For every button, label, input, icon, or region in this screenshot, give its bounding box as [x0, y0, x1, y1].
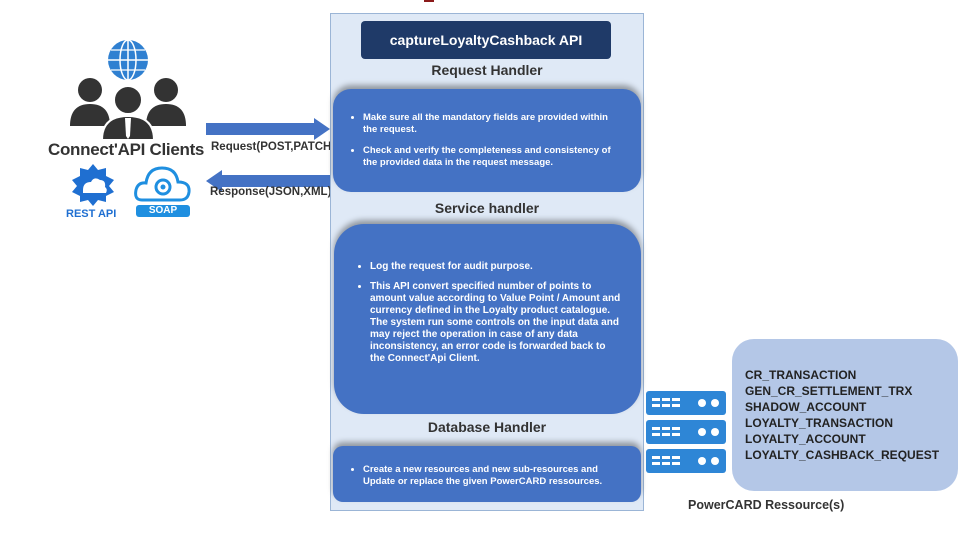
request-response-arrows — [206, 118, 330, 192]
soap-label: SOAP — [136, 205, 190, 217]
response-label: Response(JSON,XML) — [210, 186, 332, 198]
rest-api-label: REST API — [66, 208, 117, 220]
clients-title: Connect'API Clients — [48, 140, 205, 159]
resource-table-name: LOYALTY_CASHBACK_REQUEST — [745, 448, 940, 462]
request-handler-title: Request Handler — [431, 62, 543, 78]
title-fragment — [424, 0, 434, 2]
resource-table-name: SHADOW_ACCOUNT — [745, 400, 867, 414]
rest-api-icon — [72, 164, 114, 206]
database-handler-item: Create a new resources and new sub-resou… — [363, 464, 619, 487]
database-handler-box: Create a new resources and new sub-resou… — [333, 446, 641, 502]
resource-table-name: LOYALTY_TRANSACTION — [745, 416, 894, 430]
database-handler-title: Database Handler — [427, 419, 547, 435]
resource-table-name: GEN_CR_SETTLEMENT_TRX — [745, 384, 913, 398]
service-handler-item: Log the request for audit purpose. — [370, 261, 623, 273]
soap-cloud-gear-icon — [134, 166, 191, 202]
users-globe-icon — [70, 39, 186, 140]
resource-table-name: LOYALTY_ACCOUNT — [745, 432, 866, 446]
resource-list: CR_TRANSACTION GEN_CR_SETTLEMENT_TRX SHA… — [732, 339, 958, 491]
request-label: Request(POST,PATCH) — [211, 141, 336, 153]
resource-table-name: CR_TRANSACTION — [745, 368, 857, 382]
request-handler-item: Check and verify the completeness and co… — [363, 145, 619, 168]
service-handler-item: This API convert specified number of poi… — [370, 281, 623, 365]
api-title: captureLoyaltyCashback API — [361, 21, 611, 59]
service-handler-title: Service handler — [434, 200, 540, 216]
service-handler-box: Log the request for audit purpose. This … — [334, 224, 641, 414]
request-handler-item: Make sure all the mandatory fields are p… — [363, 112, 619, 135]
resources-label: PowerCARD Ressource(s) — [688, 498, 845, 512]
server-icon — [646, 449, 726, 473]
server-icon — [646, 420, 726, 444]
server-icon — [646, 391, 726, 415]
request-handler-box: Make sure all the mandatory fields are p… — [333, 89, 641, 192]
response-arrow — [206, 170, 330, 192]
request-arrow — [206, 118, 330, 140]
